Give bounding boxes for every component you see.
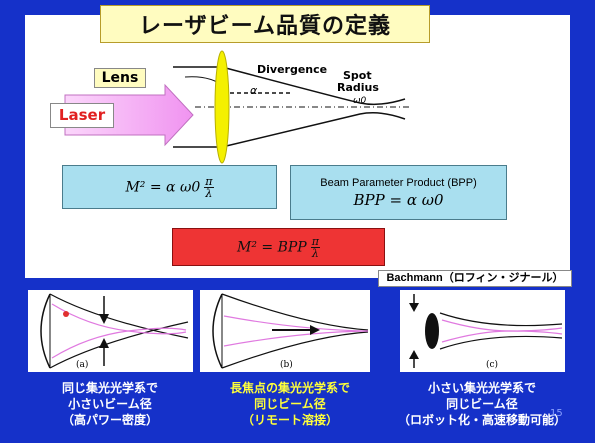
caption-b-line3: （リモート溶接） (241, 413, 338, 427)
beam-diagram: Divergence α Spot Radius ω0 (64, 50, 410, 164)
caption-a-line3: （高パワー密度） (61, 413, 158, 427)
caption-b: 長焦点の集光光学系で 同じビーム径 （リモート溶接） (205, 380, 375, 428)
page-title: レーザビーム品質の定義 (100, 5, 430, 43)
beam-top-out (221, 66, 406, 106)
lens-label: Lens (94, 68, 146, 88)
eq3-num: π (310, 234, 320, 248)
panel-a-tag: (a) (76, 359, 88, 370)
caption-a-line1: 同じ集光光学系で (61, 381, 158, 395)
caption-c-line3: （ロボット化・高速移動可能） (397, 413, 566, 427)
spot-label: Spot (343, 69, 372, 82)
caption-c-line1: 小さい集光光学系で (427, 381, 536, 395)
laser-label: Laser (50, 103, 114, 128)
radius-label: Radius (337, 81, 379, 94)
alpha-label: α (250, 84, 258, 97)
caption-b-line2: 同じビーム径 (254, 397, 326, 411)
caption-c: 小さい集光光学系で 同じビーム径 （ロボット化・高速移動可能） (392, 380, 572, 428)
divergence-label: Divergence (257, 63, 327, 76)
panel-a: (a) (28, 290, 193, 372)
eq3-lhs: M² = BPP (237, 239, 307, 255)
bachmann-label: Bachmann（ロフィン・ジナール） (378, 270, 572, 287)
bpp-equation: Beam Parameter Product (BPP) BPP = α ω0 (290, 165, 507, 220)
beam-bottom-out (221, 112, 406, 148)
eq3-den: λ (311, 246, 319, 260)
caption-a-line2: 小さいビーム径 (68, 397, 152, 411)
lens (214, 50, 230, 164)
laser-arrow (64, 83, 194, 147)
eq1-den: λ (205, 186, 213, 200)
bpp-title: Beam Parameter Product (BPP) (320, 176, 477, 189)
panel-b-tag: (b) (280, 359, 293, 370)
caption-a: 同じ集光光学系で 小さいビーム径 （高パワー密度） (40, 380, 180, 428)
eq1-num: π (204, 174, 214, 188)
page-number: 15 (550, 408, 563, 419)
bpp-formula: BPP = α ω0 (353, 190, 444, 209)
panel-b: (b) (200, 290, 370, 372)
caption-b-line1: 長焦点の集光光学系で (229, 381, 350, 395)
panel-c-tag: (c) (486, 359, 498, 370)
panel-c: (c) (400, 290, 565, 372)
eq1-lhs: M² = α ω0 (125, 179, 201, 195)
caption-c-line2: 同じビーム径 (446, 397, 518, 411)
omega-label: ω0 (353, 96, 367, 106)
